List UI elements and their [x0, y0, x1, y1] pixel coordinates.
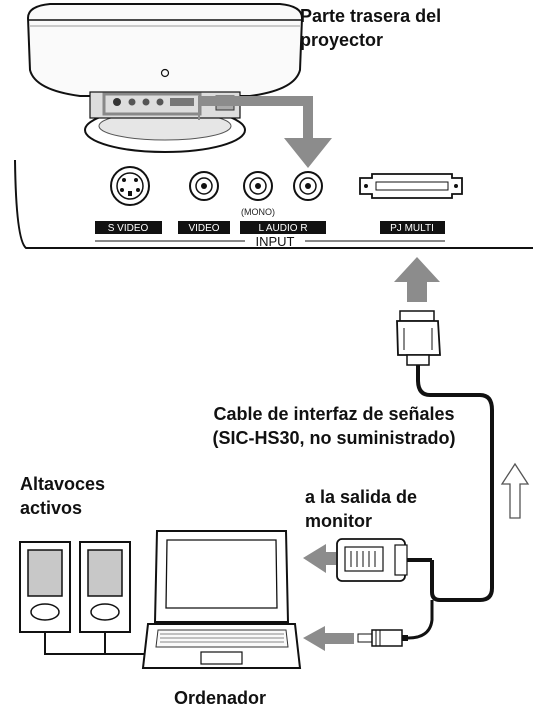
- projector-rear-label-line1: Parte trasera del: [300, 6, 442, 26]
- mono-label: (MONO): [241, 207, 275, 217]
- cable-label-line2: (SIC-HS30, no suministrado): [212, 428, 456, 448]
- audio-r-jack-icon: [293, 171, 323, 201]
- computer-label: Ordenador: [173, 688, 266, 708]
- s-video-jack-icon: [110, 166, 150, 206]
- hollow-arrow-icon: [500, 462, 530, 519]
- monitor-out-label-line2: monitor: [305, 511, 372, 531]
- cable-label-line1: Cable de interfaz de señales: [213, 404, 455, 424]
- arrow-icon: [394, 257, 440, 302]
- pj-multi-connector-icon: [359, 173, 463, 199]
- cable-label: Cable de interfaz de señales (SIC-HS30, …: [150, 402, 518, 450]
- signal-cable: [416, 365, 494, 602]
- laptop-icon: [141, 530, 302, 669]
- input-label: INPUT: [256, 234, 295, 249]
- arrow-icon: [303, 626, 354, 651]
- pj-multi-plate: [380, 221, 445, 234]
- speakers-label: Altavoces activos: [20, 472, 105, 520]
- speakers-label-line1: Altavoces: [20, 474, 106, 494]
- speakers-label-line2: activos: [20, 498, 83, 518]
- monitor-out-label-line1: a la salida de: [305, 487, 418, 507]
- cable-plug-icon: [396, 310, 441, 366]
- input-panel: S VIDEO VIDEO (MONO) L AUDIO R PJ MULTI …: [14, 159, 533, 249]
- video-plate: [178, 221, 230, 234]
- monitor-out-label: a la salida de monitor: [305, 485, 417, 533]
- audio-plate-label: L AUDIO R: [258, 223, 307, 234]
- speaker-icon: [79, 541, 131, 633]
- audio-plate: [240, 221, 326, 234]
- projector-rear-label-line2: proyector: [300, 30, 384, 50]
- s-video-plate: [95, 221, 162, 234]
- vga-connector-icon: [336, 538, 432, 582]
- audio-l-jack-icon: [243, 171, 273, 201]
- pj-multi-plate-label: PJ MULTI: [390, 223, 434, 234]
- speaker-icon: [19, 541, 71, 633]
- arrow-icon: [198, 96, 332, 168]
- projector-icon: [26, 3, 304, 153]
- projector-rear-label: Parte trasera del proyector: [300, 4, 441, 52]
- video-plate-label: VIDEO: [188, 223, 219, 234]
- s-video-plate-label: S VIDEO: [108, 223, 149, 234]
- arrow-icon: [303, 544, 336, 573]
- video-jack-icon: [189, 171, 219, 201]
- audio-plug-icon: [357, 600, 434, 647]
- speaker-cable: [44, 632, 145, 655]
